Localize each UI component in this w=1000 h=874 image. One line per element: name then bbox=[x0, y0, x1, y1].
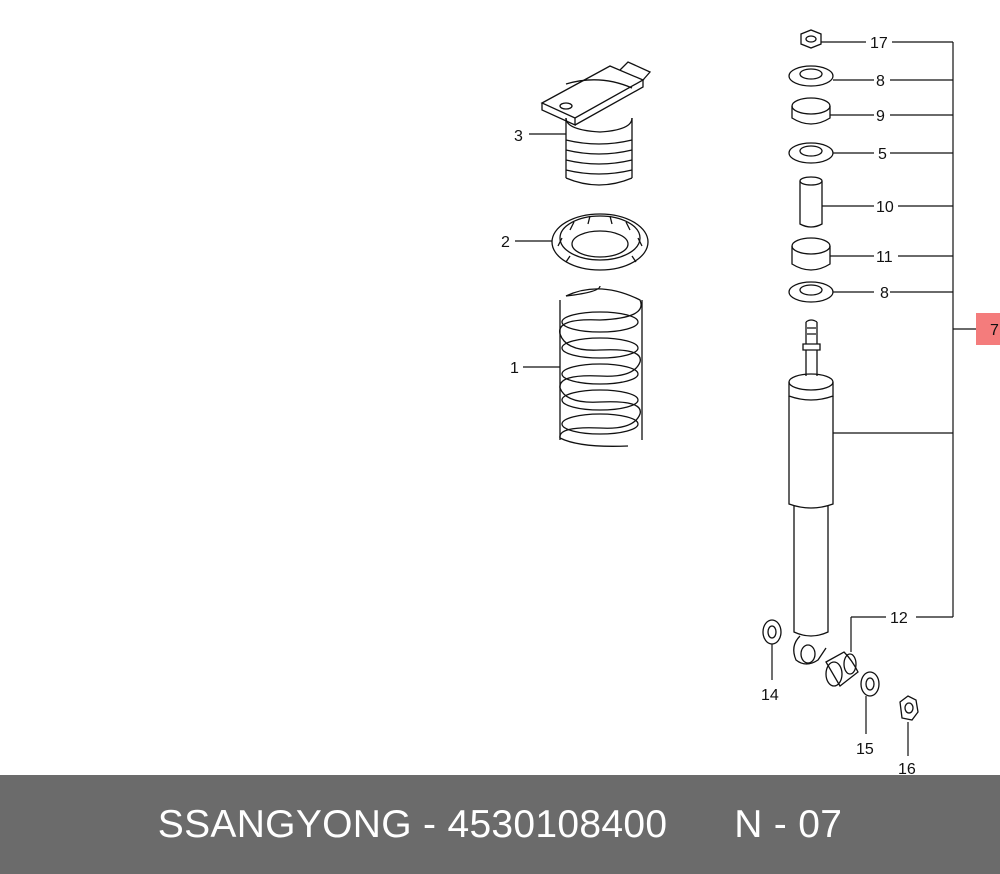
footer-bar: SSANGYONG - 4530108400 N - 07 bbox=[0, 775, 1000, 874]
separator: - bbox=[423, 803, 437, 846]
bushing-part-11 bbox=[791, 237, 831, 271]
leader-lines bbox=[515, 41, 976, 756]
sleeve-part-10 bbox=[799, 176, 823, 228]
callout-14: 14 bbox=[761, 687, 779, 704]
callout-1: 1 bbox=[510, 360, 519, 377]
callout-8-top: 8 bbox=[876, 73, 885, 90]
coil-spring-part-1 bbox=[559, 285, 643, 447]
nut-part-16 bbox=[899, 695, 919, 721]
callout-16: 16 bbox=[898, 761, 916, 775]
bushing-part-9 bbox=[791, 97, 831, 125]
callout-12: 12 bbox=[890, 610, 908, 627]
bump-stop-part-3 bbox=[540, 61, 652, 186]
callout-5: 5 bbox=[878, 146, 887, 163]
washer-part-15 bbox=[860, 671, 880, 697]
footer-caption: SSANGYONG - 4530108400 N - 07 bbox=[0, 803, 1000, 847]
washer-part-14 bbox=[762, 619, 782, 645]
spring-seat-part-2 bbox=[551, 213, 649, 271]
callout-7: 7 bbox=[990, 322, 999, 339]
brand-label: SSANGYONG bbox=[157, 803, 412, 846]
callout-10: 10 bbox=[876, 199, 894, 216]
bushing-part-12 bbox=[825, 651, 859, 687]
callout-2: 2 bbox=[501, 234, 510, 251]
part-7-highlight bbox=[976, 313, 1000, 345]
washer-part-8-bottom bbox=[788, 281, 834, 303]
washer-part-8-top bbox=[788, 65, 834, 87]
nut-part-17 bbox=[800, 29, 822, 49]
parts-diagram: 3 2 1 17 8 9 5 10 11 8 7 12 14 15 16 bbox=[501, 29, 1000, 775]
callout-11: 11 bbox=[876, 249, 893, 266]
callout-15: 15 bbox=[856, 741, 874, 758]
callout-3: 3 bbox=[514, 128, 523, 145]
page-reference: N - 07 bbox=[734, 803, 843, 846]
callout-17: 17 bbox=[870, 35, 888, 52]
callout-9: 9 bbox=[876, 108, 885, 125]
callout-8-bottom: 8 bbox=[880, 285, 889, 302]
washer-part-5 bbox=[788, 142, 834, 164]
shock-absorber bbox=[788, 319, 834, 665]
part-number: 4530108400 bbox=[447, 803, 668, 846]
